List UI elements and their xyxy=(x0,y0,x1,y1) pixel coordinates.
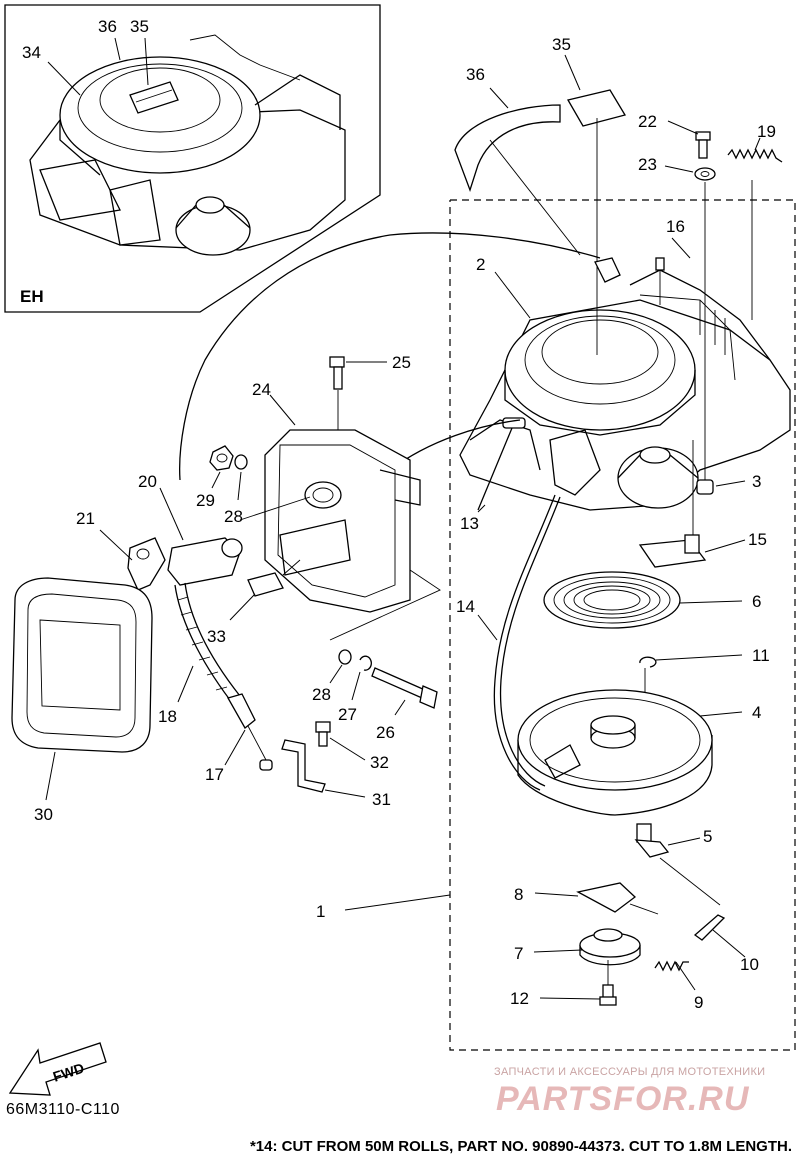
callout-17: 17 xyxy=(205,765,224,784)
callout-13: 13 xyxy=(460,514,479,533)
washer-28-lower: 28 xyxy=(312,649,352,704)
clip-21: 21 xyxy=(76,509,166,591)
callout-33: 33 xyxy=(207,627,226,646)
callout-4: 4 xyxy=(752,703,761,722)
callout-27: 27 xyxy=(338,705,357,724)
callout-32: 32 xyxy=(370,753,389,772)
pin-16: 16 xyxy=(655,217,691,305)
label-33: 33 xyxy=(207,559,301,646)
plate-8: 8 xyxy=(514,882,659,915)
inset-label: EH xyxy=(20,287,44,306)
callout-20: 20 xyxy=(138,472,157,491)
bolt-25: 25 xyxy=(329,353,411,430)
watermark-subtitle: ЗАПЧАСТИ И АКСЕССУАРЫ ДЛЯ МОТОТЕХНИКИ xyxy=(494,1066,766,1078)
callout-16: 16 xyxy=(666,217,685,236)
diagram-code: 66M3110-C110 xyxy=(6,1101,120,1118)
screw-32: 32 xyxy=(315,721,389,772)
filter-30: 30 xyxy=(11,577,153,824)
control-cable xyxy=(179,232,621,511)
decal-35: 35 xyxy=(552,35,627,355)
callout-28-lower: 28 xyxy=(312,685,331,704)
callout-5: 5 xyxy=(703,827,712,846)
inset-eh-variant: EH 34 36 35 xyxy=(4,4,381,313)
callout-18: 18 xyxy=(158,707,177,726)
cable-18: 18 xyxy=(158,582,256,729)
callout-10: 10 xyxy=(740,955,759,974)
callout-22: 22 xyxy=(638,112,657,131)
callout-26: 26 xyxy=(376,723,395,742)
recoil-spring-6: 6 xyxy=(543,571,761,629)
callout-6: 6 xyxy=(752,592,761,611)
callout-8: 8 xyxy=(514,885,523,904)
silencer-housing-24: 24 xyxy=(239,380,421,613)
spring-19: 19 xyxy=(727,122,783,320)
pawl-5: 5 xyxy=(634,823,721,906)
callout-31: 31 xyxy=(372,790,391,809)
leader-2 xyxy=(494,271,531,319)
nut-29: 29 xyxy=(196,445,234,510)
callout-1: 1 xyxy=(316,902,325,921)
rope-14: 14 xyxy=(456,494,561,791)
handle-20: 20 xyxy=(138,472,243,586)
stopper-15: 15 xyxy=(638,440,767,568)
watermark-logo: PARTSFOR.RU xyxy=(496,1080,750,1118)
callout-12: 12 xyxy=(510,989,529,1008)
washer-23: 23 xyxy=(638,155,716,480)
leader-36-inset xyxy=(114,37,121,61)
callout-34: 34 xyxy=(22,43,41,62)
callout-19: 19 xyxy=(757,122,776,141)
callout-25: 25 xyxy=(392,353,411,372)
bracket-31: 31 xyxy=(281,739,391,809)
callout-29: 29 xyxy=(196,491,215,510)
drum-pulley-4: 4 xyxy=(517,689,761,816)
callout-15: 15 xyxy=(748,530,767,549)
washer-27: 27 xyxy=(338,655,372,724)
callout-24: 24 xyxy=(252,380,271,399)
leader-35-inset xyxy=(144,37,149,86)
spring-9: 9 xyxy=(654,960,703,1012)
starter-housing: 2 xyxy=(459,255,791,511)
leader-1 xyxy=(344,894,451,911)
cable-end-17: 17 xyxy=(205,725,273,784)
cover-7: 7 xyxy=(514,928,641,966)
screw-22: 22 xyxy=(638,112,711,159)
grommet-3: 3 xyxy=(696,472,761,495)
callout-36: 36 xyxy=(466,65,485,84)
callout-11: 11 xyxy=(752,646,770,665)
assembly-boundary: 1 xyxy=(316,199,796,1051)
footnote: *14: CUT FROM 50M ROLLS, PART NO. 90890-… xyxy=(249,1138,792,1155)
callout-30: 30 xyxy=(34,805,53,824)
callout-36-inset: 36 xyxy=(98,17,117,36)
callout-14: 14 xyxy=(456,597,475,616)
callout-35: 35 xyxy=(552,35,571,54)
fwd-arrow-icon: FWD xyxy=(8,1042,107,1096)
callout-23: 23 xyxy=(638,155,657,174)
callout-35-inset: 35 xyxy=(130,17,149,36)
clip-10: 10 xyxy=(693,914,759,974)
decal-36: 36 xyxy=(454,65,581,256)
callout-7: 7 xyxy=(514,944,523,963)
leader-34 xyxy=(47,61,81,96)
callout-9: 9 xyxy=(694,993,703,1012)
bolt-12: 12 xyxy=(510,960,617,1008)
callout-2: 2 xyxy=(476,255,485,274)
callout-21: 21 xyxy=(76,509,95,528)
bolt-26: 26 xyxy=(371,667,438,742)
callout-3: 3 xyxy=(752,472,761,491)
washer-28-upper: 28 xyxy=(224,454,248,526)
callout-28-upper: 28 xyxy=(224,507,243,526)
